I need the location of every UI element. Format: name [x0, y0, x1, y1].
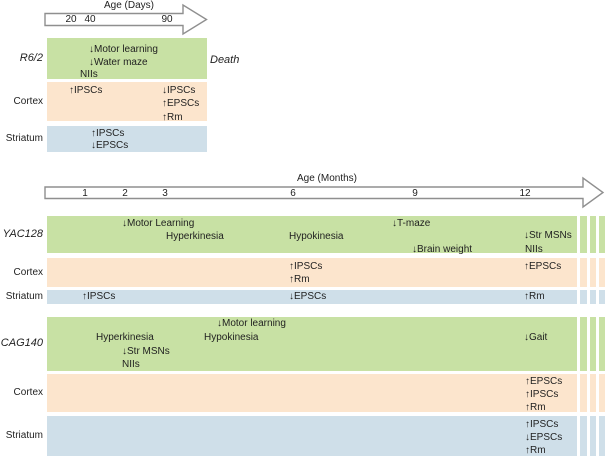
bar-break-strip-yac128-striatum-2 [589, 290, 596, 304]
annotation-label: ↑Rm [525, 445, 546, 456]
annotation-label: ↓IPSCs [162, 85, 196, 96]
bar-break-strip-cag140-striatum-2 [589, 416, 596, 456]
row-label-cag140-striatum: Striatum [5, 430, 43, 441]
timeline-bar-cag140-cortex [47, 374, 577, 412]
annotation-label: ↑IPSCs [69, 85, 103, 96]
annotation-label: Hypokinesia [289, 231, 344, 242]
model-label-cag140: CAG140 [0, 337, 43, 349]
row-label-cag140-cortex: Cortex [13, 387, 43, 398]
annotation-label: ↑Rm [525, 402, 546, 413]
axis-tick-label-3: 3 [162, 187, 168, 199]
axis-tick-label-12: 12 [519, 187, 531, 199]
timeline-bar-yac128-striatum [47, 290, 577, 304]
bar-break-strip-yac128-striatum-1 [580, 290, 587, 304]
axis-tick-label-9: 9 [412, 187, 418, 199]
bar-break-strip-yac128-cortex-2 [589, 258, 596, 287]
axis-tick-label-2: 2 [122, 187, 128, 199]
annotation-label: ↓Motor learning [89, 44, 158, 55]
annotation-label: NIIs [525, 244, 543, 255]
bar-break-strip-yac128-striatum-3 [599, 290, 605, 304]
axis-tick-label-40: 40 [84, 14, 96, 25]
timeline-bar-r62-striatum [47, 126, 207, 152]
death-note: Death [210, 54, 240, 66]
bar-break-strip-cag140-model-2 [589, 317, 596, 371]
timeline-bar-cag140-model [47, 317, 577, 371]
axis-tick-label-1: 1 [82, 187, 88, 199]
bar-break-strip-cag140-cortex-2 [589, 374, 596, 412]
timeline-bar-cag140-striatum [47, 416, 577, 456]
annotation-label: ↑IPSCs [525, 389, 559, 400]
timeline-bar-yac128-model [47, 216, 577, 253]
row-label-r62-cortex: Cortex [13, 95, 43, 107]
annotation-label: ↑Rm [524, 291, 545, 302]
annotation-label: ↑EPSCs [524, 261, 562, 272]
annotation-label: NIIs [80, 69, 98, 80]
axis-tick-label-6: 6 [290, 187, 296, 199]
annotation-label: ↓T-maze [392, 218, 431, 229]
annotation-label: ↑EPSCs [525, 376, 563, 387]
annotation-label: Hypokinesia [204, 332, 259, 343]
annotation-label: Hyperkinesia [96, 332, 154, 343]
annotation-label: ↓EPSCs [289, 291, 327, 302]
bar-break-strip-cag140-model-1 [580, 317, 587, 371]
annotation-label: ↑Rm [162, 112, 183, 123]
annotation-label: ↑IPSCs [289, 261, 323, 272]
annotation-label: ↑EPSCs [162, 98, 200, 109]
axis-tick-label-90: 90 [161, 14, 173, 25]
timeline-bar-yac128-cortex [47, 258, 577, 287]
bar-break-strip-cag140-cortex-1 [580, 374, 587, 412]
bar-break-strip-yac128-model-3 [599, 216, 605, 253]
annotation-label: Hyperkinesia [166, 231, 224, 242]
age-months-arrow-shape [44, 176, 605, 209]
annotation-label: ↑IPSCs [91, 128, 125, 139]
annotation-label: ↑IPSCs [82, 291, 116, 302]
bar-break-strip-cag140-cortex-3 [599, 374, 605, 412]
annotation-label: ↑Rm [289, 274, 310, 285]
age-days-axis-arrow [44, 3, 208, 36]
model-label-r62: R6/2 [19, 51, 43, 64]
row-label-yac128-striatum: Striatum [5, 291, 43, 302]
annotation-label: ↓Brain weight [412, 244, 473, 255]
row-label-r62-striatum: Striatum [5, 133, 43, 144]
axis-tick-label-20: 20 [65, 14, 77, 25]
age-days-arrow-shape [44, 3, 208, 36]
age-days-axis-title: Age (Days) [103, 0, 154, 11]
age-months-axis-title: Age (Months) [296, 173, 358, 184]
timeline-bar-r62-cortex [47, 82, 207, 121]
annotation-label: ↓EPSCs [91, 140, 129, 151]
row-label-yac128-cortex: Cortex [13, 266, 43, 278]
age-months-axis-arrow [44, 176, 605, 209]
bar-break-strip-cag140-striatum-3 [599, 416, 605, 456]
bar-break-strip-yac128-model-2 [589, 216, 596, 253]
model-label-yac128: YAC128 [2, 227, 43, 240]
annotation-label: ↓Str MSNs [524, 230, 572, 241]
annotation-label: ↓EPSCs [525, 432, 563, 443]
timeline-bar-r62-model [47, 38, 207, 79]
bar-break-strip-yac128-cortex-1 [580, 258, 587, 287]
bar-break-strip-cag140-striatum-1 [580, 416, 587, 456]
annotation-label: ↓Motor Learning [122, 218, 195, 229]
bar-break-strip-yac128-cortex-3 [599, 258, 605, 287]
annotation-label: NIIs [122, 359, 140, 370]
annotation-label: ↑IPSCs [525, 419, 559, 430]
annotation-label: ↓Str MSNs [122, 346, 170, 357]
bar-break-strip-cag140-model-3 [599, 317, 605, 371]
annotation-label: ↓Motor learning [217, 318, 286, 329]
annotation-label: ↓Gait [524, 332, 548, 343]
bar-break-strip-yac128-model-1 [580, 216, 587, 253]
annotation-label: ↓Water maze [89, 57, 148, 68]
